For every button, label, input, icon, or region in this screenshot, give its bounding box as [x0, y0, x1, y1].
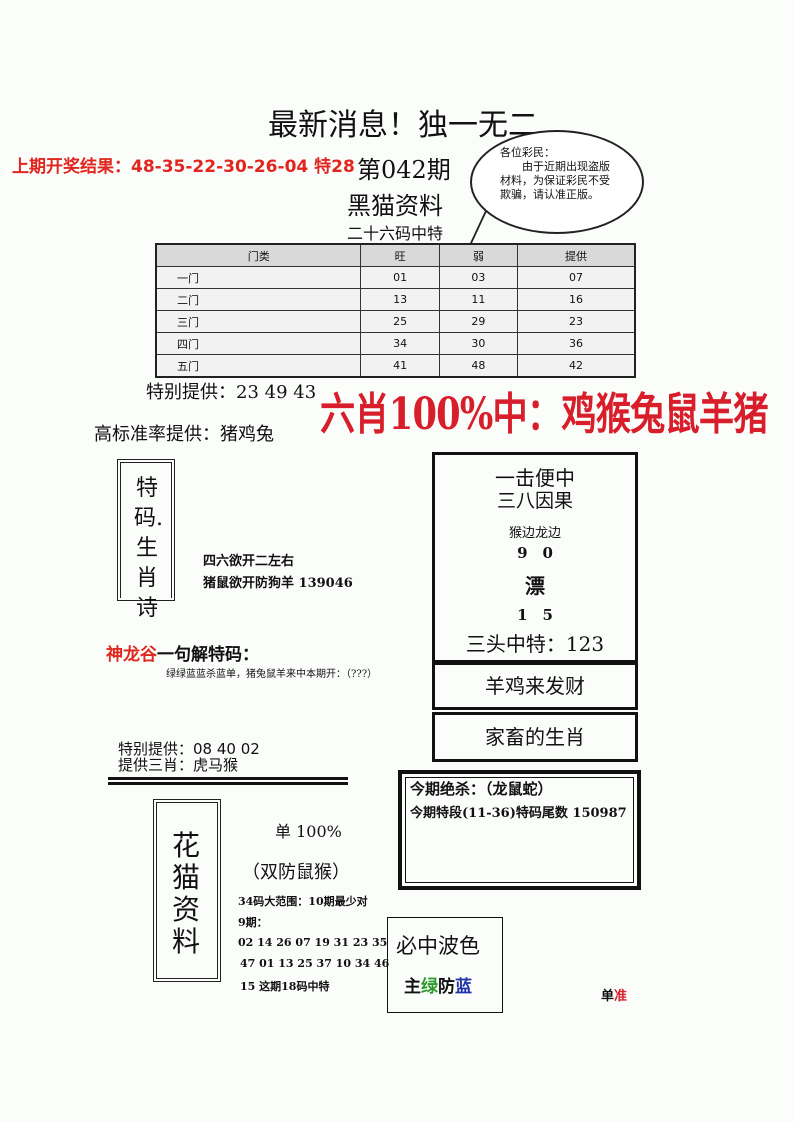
table-cell: 11: [438, 288, 519, 311]
divider: [108, 777, 348, 780]
numbers-line-1: 02 14 26 07 19 31 23 35: [238, 936, 388, 949]
odd-percent: 单 100%: [275, 822, 342, 841]
digits-2: 1 5: [517, 606, 553, 624]
notice-text: 各位彩民： 由于近期出现盗版材料，为保证彩民不受欺骗，请认准正版。: [500, 146, 610, 201]
wave-guard: 防: [438, 977, 455, 997]
six-zodiac-banner: 六肖100%中：鸡猴兔鼠羊猪: [320, 389, 769, 440]
table-cell: 二门: [155, 288, 362, 311]
cause-text: 三八因果: [496, 490, 573, 512]
table-cell: 29: [438, 310, 519, 333]
accurate-text: 准: [614, 989, 628, 1004]
header-cell: 弱: [438, 243, 519, 267]
three-head: 三头中特：123: [465, 632, 605, 656]
livestock-box: 家畜的生肖: [432, 712, 638, 762]
special-provide-2: 特别提供：08 40 02: [118, 740, 260, 758]
flower-cat-box: [153, 799, 221, 982]
kill-line-2: 今期特段(11-36)特码尾数 150987: [410, 806, 627, 821]
table-cell: 四门: [155, 332, 362, 355]
table-cell: 48: [438, 354, 519, 378]
table-cell: 34: [360, 332, 440, 355]
table-cell: 五门: [155, 354, 362, 378]
special-provide: 特别提供：23 49 43: [146, 382, 317, 403]
wave-text: 主绿防蓝: [404, 972, 472, 997]
header-cell: 门类: [155, 243, 362, 267]
digits-1: 9 0: [517, 544, 553, 562]
side-text: 猴边龙边: [508, 526, 561, 541]
guard-text: （双防鼠猴）: [242, 862, 350, 883]
table-cell: 23: [517, 310, 636, 333]
table-cell: 三门: [155, 310, 362, 333]
poem-label: 特码.生肖诗: [134, 476, 163, 621]
hit-text: 一击便中: [495, 466, 575, 490]
subtitle: 黑猫资料: [347, 192, 443, 220]
riddle-text: 绿绿蓝蓝杀蓝单，猪兔鼠羊来中本期开：（???）: [166, 669, 378, 680]
header-cell: 旺: [360, 243, 440, 267]
range-text: 34码大范围：10期最少对: [238, 895, 368, 908]
table-cell: 25: [360, 310, 440, 333]
previous-result: 上期开奖结果：48-35-22-30-26-04 特28: [12, 157, 355, 177]
poem-line-2: 猪鼠欲开防狗羊 139046: [203, 576, 353, 591]
table-cell: 41: [360, 354, 440, 378]
wave-box: [387, 917, 503, 1013]
wave-blue: 蓝: [455, 977, 472, 997]
flower-cat-label: 花猫资料: [171, 829, 200, 958]
single-text: 单: [601, 989, 615, 1004]
high-accuracy: 高标准率提供：猪鸡兔: [94, 424, 274, 445]
page-title: 最新消息！独一无二: [268, 108, 538, 143]
wave-title: 必中波色: [396, 934, 480, 958]
wealth-box: 羊鸡来发财: [432, 662, 638, 710]
wave-green: 绿: [421, 977, 438, 997]
table-header: 门类 旺 弱 提供: [155, 243, 636, 267]
table-cell: 01: [360, 266, 440, 289]
subtitle-2: 二十六码中特: [347, 224, 444, 243]
table-cell: 03: [438, 266, 519, 289]
numbers-line-3: 15 这期18码中特: [240, 980, 330, 993]
table-cell: 13: [360, 288, 440, 311]
riddle-brand: 神龙谷: [106, 645, 157, 665]
prediction-box: [432, 452, 638, 663]
table-cell: 16: [517, 288, 636, 311]
riddle-title: 一句解特码：: [157, 645, 259, 665]
table-cell: 07: [517, 266, 636, 289]
poem-label-box: [117, 459, 175, 601]
issue-number: 第042期: [357, 156, 451, 184]
single-accurate: 单准: [601, 985, 627, 1004]
numbers-line-2: 47 01 13 25 37 10 34 46: [240, 957, 390, 970]
range-text-2: 9期：: [238, 916, 268, 929]
wave-main: 主: [404, 977, 421, 997]
speech-bubble: [470, 130, 644, 234]
table-cell: 36: [517, 332, 636, 355]
header-cell: 提供: [517, 243, 636, 267]
kill-box: [398, 770, 641, 890]
table-cell: 一门: [155, 266, 362, 289]
kill-line-1: 今期绝杀：（龙鼠蛇）: [410, 780, 553, 798]
table-cell: 42: [517, 354, 636, 378]
three-zodiac: 提供三肖：虎马猴: [118, 756, 239, 774]
float-text: 漂: [525, 574, 545, 598]
table-cell: 30: [438, 332, 519, 355]
poem-line-1: 四六欲开二左右: [203, 554, 295, 569]
